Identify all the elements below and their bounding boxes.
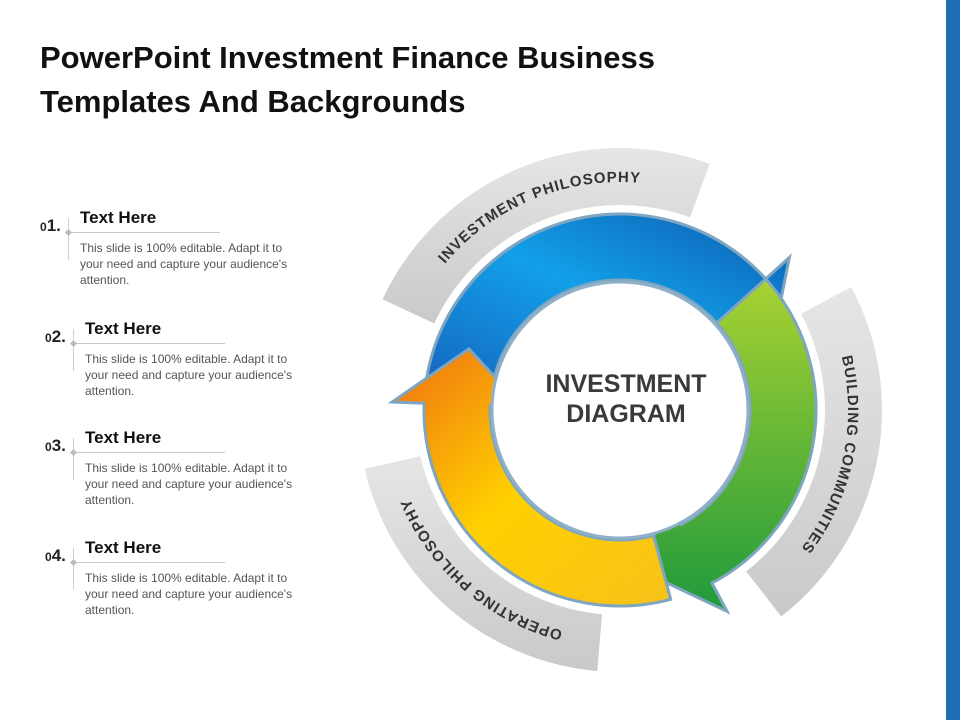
item-title: Text Here — [80, 208, 157, 227]
item-number: 01. — [40, 216, 61, 235]
divider — [68, 218, 69, 260]
divider — [73, 548, 74, 590]
band-building-communities — [746, 287, 882, 617]
divider — [73, 562, 225, 563]
accent-bar — [946, 0, 960, 720]
item-number: 03. — [45, 436, 66, 455]
item-description: This slide is 100% editable. Adapt it to… — [85, 461, 293, 507]
center-title-line1: INVESTMENT — [545, 370, 706, 398]
divider — [68, 232, 220, 233]
arrow-orange-icon — [387, 346, 673, 608]
band-investment-philosophy — [382, 147, 710, 324]
item-number: 02. — [45, 327, 66, 346]
item-description: This slide is 100% editable. Adapt it to… — [85, 571, 293, 617]
band-operating-philosophy — [364, 456, 603, 671]
arrow-green-icon — [640, 276, 818, 615]
item-title: Text Here — [85, 428, 162, 447]
item-description: This slide is 100% editable. Adapt it to… — [80, 241, 288, 287]
item-title: Text Here — [85, 319, 162, 338]
item-description: This slide is 100% editable. Adapt it to… — [85, 352, 293, 398]
item-number: 04. — [45, 546, 66, 565]
page-title: PowerPoint Investment Finance Business T… — [40, 40, 655, 119]
divider — [73, 343, 225, 344]
divider — [73, 329, 74, 371]
center-title-line2: DIAGRAM — [566, 400, 685, 428]
divider — [73, 438, 74, 480]
label-bands — [364, 147, 882, 671]
divider — [73, 452, 225, 453]
center-circle — [490, 280, 750, 540]
item-title: Text Here — [85, 538, 162, 557]
